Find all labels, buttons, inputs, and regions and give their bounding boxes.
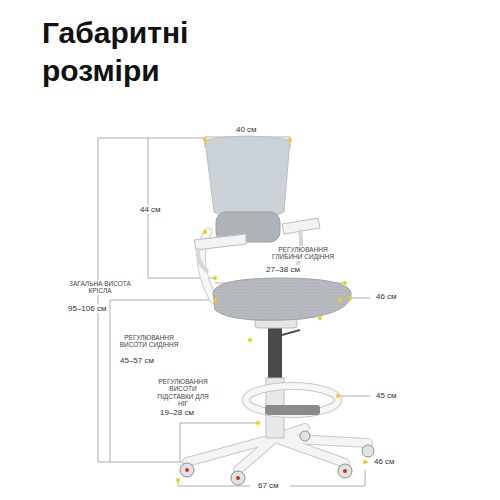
- dimension-value: 44 см: [138, 205, 163, 214]
- footrest: [246, 386, 338, 415]
- dimension-value: 19–28 см: [158, 408, 196, 417]
- dimension-value: 40 см: [234, 125, 259, 134]
- page-title: Габаритні розміри: [42, 14, 262, 89]
- dimension-lines: [98, 137, 370, 486]
- adjustment-caption: РЕГУЛЮВАННЯ ВИСОТИ СИДІННЯ: [114, 334, 184, 349]
- dimension-value: 45–57 см: [118, 356, 156, 365]
- dimension-dots: [176, 138, 367, 482]
- dimension-value: 27–38 см: [264, 265, 302, 274]
- dimension-value: 46 см: [374, 292, 399, 301]
- backrest: [205, 136, 290, 242]
- dimension-value: 45 см: [374, 391, 399, 400]
- adjustment-caption: РЕГУЛЮВАННЯ ВИСОТИ ПІДСТАВКИ ДЛЯ НІГ: [150, 378, 216, 408]
- dimension-value: 67 см: [256, 481, 281, 490]
- seat-cushion: [213, 278, 351, 320]
- adjustment-caption: ЗАГАЛЬНА ВИСОТА КРІСЛА: [64, 280, 136, 295]
- dimension-value: 46 см: [372, 457, 397, 466]
- adjustment-caption: РЕГУЛЮВАННЯ ГЛИБИНИ СИДІННЯ: [262, 246, 344, 261]
- dimension-value: 95–106 см: [66, 304, 108, 313]
- armrests: [194, 218, 320, 272]
